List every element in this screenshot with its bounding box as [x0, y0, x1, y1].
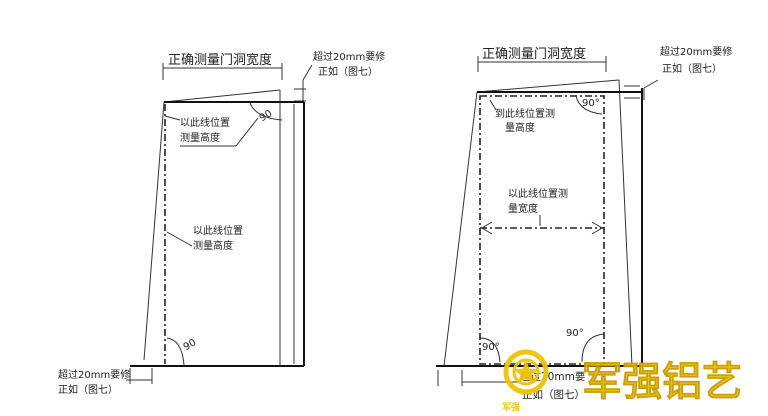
brand-logo: 军强 军强铝艺: [502, 349, 742, 413]
left-figure: 正确测量门洞宽度 超过20mm要修 正如（图七） 以此线位置 测量高度 以此线位…: [58, 50, 385, 396]
brand-badge-icon: [503, 349, 549, 395]
left-height-note-top-line2: 测量高度: [180, 131, 220, 144]
left-note-top-line1: 超过20mm要修: [313, 50, 385, 63]
right-height-note-line1: 到此线位置测: [495, 107, 555, 120]
right-width-title: 正确测量门洞宽度: [482, 46, 586, 62]
right-height-note-leader: [489, 99, 497, 111]
right-angle-bl-arc: [479, 337, 501, 363]
left-height-note-top-line1: 以此线位置: [180, 116, 230, 129]
right-angle-br-label: 90°: [566, 328, 584, 339]
left-opening-top-edge: [163, 89, 281, 103]
right-width-arrow-left: [481, 221, 493, 235]
right-width-arrow-right: [591, 221, 603, 235]
right-figure: 正确测量门洞宽度 超过20mm要修 正如（图七） 到此线位置测 量高度 以此线位…: [436, 45, 732, 401]
right-width-note-line1: 以此线位置测: [508, 187, 568, 200]
left-opening-left-edge: [143, 101, 165, 361]
right-opening-right-edge: [618, 79, 633, 367]
left-note-bottom-line1: 超过20mm要修: [58, 368, 130, 381]
right-height-note-line2: 量高度: [505, 121, 535, 134]
brand-badge-text: 军强: [502, 402, 520, 413]
left-height-note-top-leader: [235, 117, 259, 147]
left-angle-top-label: 90: [258, 108, 275, 124]
left-height-note-top-pointer: [164, 115, 181, 121]
brand-name-text: 军强铝艺: [582, 359, 742, 405]
right-opening-top-edge: [476, 79, 620, 93]
right-note-bottom-line2: 正如（图七）: [522, 388, 585, 401]
right-angle-tr-arc: [575, 95, 603, 115]
right-note-top-line1: 超过20mm要修: [660, 45, 732, 58]
right-angle-tr-label: 90°: [582, 98, 600, 109]
left-note-top-line2: 正如（图七）: [318, 65, 378, 78]
left-width-title: 正确测量门洞宽度: [168, 52, 272, 68]
right-angle-bl-label: 90°: [482, 342, 500, 353]
right-note-top-line2: 正如（图七）: [662, 62, 722, 75]
right-angle-br-arc: [581, 333, 605, 363]
right-measure-rectangle: [479, 95, 605, 365]
left-angle-bottom-label: 90: [182, 337, 199, 353]
right-note-top-leader: [643, 79, 659, 89]
left-height-note-mid-leader: [166, 231, 193, 247]
left-note-bottom-line2: 正如（图七）: [58, 383, 118, 396]
left-height-note-mid-line2: 测量高度: [193, 239, 233, 252]
left-note-top-leader: [302, 64, 313, 81]
left-angle-top-arc: [249, 102, 283, 121]
left-height-note-mid-line1: 以此线位置: [193, 224, 243, 237]
left-angle-bottom-arc: [166, 337, 185, 366]
right-opening-left-edge: [443, 91, 478, 367]
right-width-note-line2: 量宽度: [508, 202, 538, 215]
